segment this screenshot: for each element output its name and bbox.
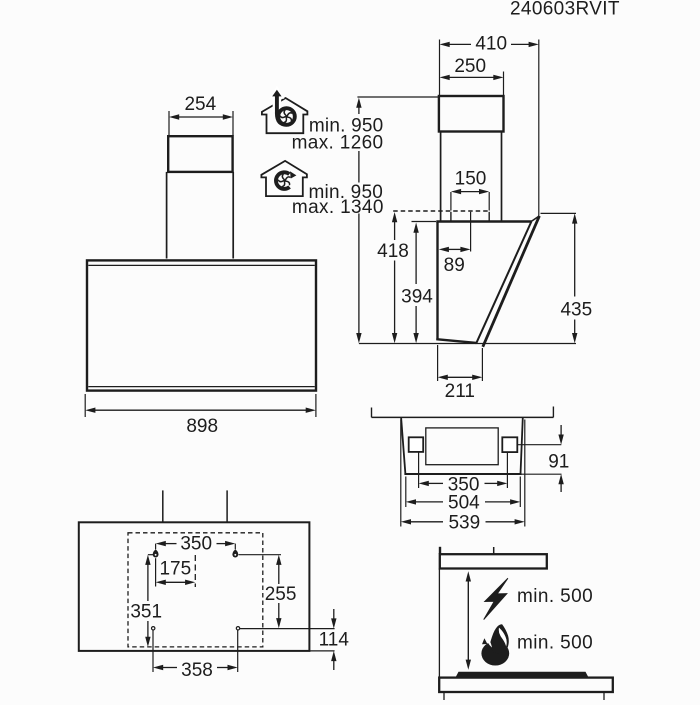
svg-text:min. 500: min. 500 [517, 586, 593, 607]
svg-text:351: 351 [130, 602, 162, 623]
svg-text:91: 91 [548, 451, 569, 472]
svg-text:410: 410 [475, 33, 507, 54]
svg-text:min. 500: min. 500 [517, 633, 593, 654]
svg-text:150: 150 [455, 169, 487, 190]
svg-text:394: 394 [401, 286, 433, 307]
svg-text:89: 89 [444, 255, 465, 276]
svg-text:254: 254 [184, 94, 216, 115]
svg-text:504: 504 [448, 493, 480, 514]
svg-text:max. 1340: max. 1340 [292, 197, 384, 218]
svg-text:435: 435 [560, 300, 592, 321]
svg-text:539: 539 [448, 513, 480, 534]
svg-text:350: 350 [180, 533, 212, 554]
svg-text:175: 175 [159, 558, 191, 579]
svg-text:114: 114 [319, 629, 350, 650]
svg-text:358: 358 [181, 660, 213, 681]
svg-text:350: 350 [448, 474, 480, 495]
svg-text:898: 898 [186, 416, 218, 437]
svg-text:211: 211 [445, 381, 475, 402]
svg-text:240603RVIT: 240603RVIT [510, 0, 620, 19]
svg-text:418: 418 [377, 241, 409, 262]
svg-text:250: 250 [454, 56, 486, 77]
svg-text:min. 950: min. 950 [309, 182, 383, 203]
svg-text:255: 255 [265, 584, 297, 605]
svg-text:min. 950: min. 950 [309, 115, 383, 136]
svg-text:max. 1260: max. 1260 [292, 133, 384, 154]
